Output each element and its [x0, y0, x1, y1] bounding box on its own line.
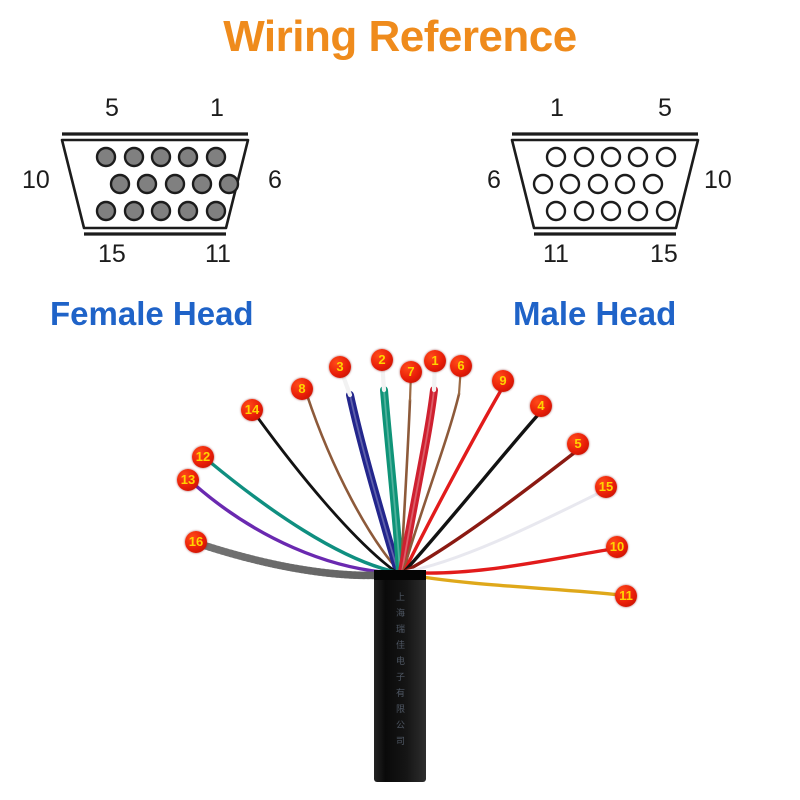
wire-highlight-3: [349, 394, 399, 573]
wire-10: [402, 547, 614, 575]
male-pin-label-top-right: 5: [658, 94, 672, 122]
wire-14: [256, 416, 398, 574]
wire-badge-4: 4: [530, 395, 552, 417]
wire-badge-2: 2: [371, 349, 393, 371]
female-pin-label-right: 6: [268, 166, 282, 194]
pin-row-middle: [532, 173, 664, 195]
wire-2: [380, 386, 404, 576]
wire-badge-7: 7: [400, 361, 422, 383]
wire-badge-15: 15: [595, 476, 617, 498]
male-pin-label-right: 10: [704, 166, 732, 194]
wire-badge-5: 5: [567, 433, 589, 455]
pin-row-bottom: [95, 200, 227, 222]
female-pin-label-left: 10: [22, 166, 50, 194]
wire-6: [401, 392, 461, 574]
male-pin-label-bottom-right: 15: [650, 240, 678, 268]
pin-row-top: [545, 146, 677, 168]
wire-highlight-1: [401, 389, 435, 573]
wire-4: [402, 414, 539, 574]
male-connector-shell: [510, 132, 700, 236]
wire-badge-3: 3: [329, 356, 351, 378]
male-pin-label-top-left: 1: [550, 94, 564, 122]
svg-text:佳: 佳: [396, 639, 405, 650]
wire-11: [402, 572, 623, 597]
cable-jacket-print: 上 海 瑞 佳 电 子 有 限 公 司: [396, 592, 405, 746]
pin-row-bottom: [545, 200, 677, 222]
svg-text:限: 限: [396, 704, 405, 714]
wire-badge-13: 13: [177, 469, 199, 491]
wire-badge-1: 1: [424, 350, 446, 372]
wire-paths: [193, 357, 623, 597]
svg-text:有: 有: [396, 687, 405, 698]
svg-text:瑞: 瑞: [396, 623, 405, 634]
wire-badge-12: 12: [192, 446, 214, 468]
male-pin-label-bottom-left: 11: [543, 240, 569, 268]
caption-male-head: Male Head: [513, 295, 677, 332]
svg-text:电: 电: [396, 655, 405, 666]
wire-badge-8: 8: [291, 378, 313, 400]
wire-13: [193, 483, 398, 575]
wire-badge-16: 16: [185, 531, 207, 553]
male-pin-label-left: 6: [487, 166, 501, 194]
female-pin-label-bottom-right: 11: [205, 240, 231, 268]
wire-8: [305, 393, 402, 574]
svg-text:司: 司: [396, 736, 405, 746]
wire-badge-10: 10: [606, 536, 628, 558]
svg-text:上: 上: [396, 592, 405, 602]
cable-jacket: [374, 570, 426, 782]
wire-highlight-2: [383, 389, 401, 573]
wire-12: [208, 460, 398, 574]
wire-badge-14: 14: [241, 399, 263, 421]
wire-badge-9: 9: [492, 370, 514, 392]
svg-text:子: 子: [396, 672, 405, 682]
wire-3: [346, 391, 402, 576]
page-title: Wiring Reference: [223, 12, 577, 61]
caption-female-head: Female Head: [50, 295, 254, 332]
wire-badge-6: 6: [450, 355, 472, 377]
pin-row-top: [95, 146, 227, 168]
wire-15: [402, 490, 603, 574]
shell-outline: [510, 138, 700, 230]
svg-text:公: 公: [396, 720, 405, 730]
connector-diagram-male: 1 5 6 10 11 15: [470, 90, 770, 340]
wire-9: [402, 390, 502, 574]
female-pin-label-bottom-left: 15: [98, 240, 126, 268]
wire-1: [398, 386, 438, 576]
female-pin-label-top-left: 5: [105, 94, 119, 122]
wire-5: [402, 451, 576, 574]
female-pin-label-top-right: 1: [210, 94, 224, 122]
cable-jacket-cut-edge: [374, 570, 426, 580]
pin-row-middle: [109, 173, 240, 195]
svg-text:海: 海: [396, 607, 405, 618]
wire-badge-11: 11: [615, 585, 637, 607]
shell-outline: [60, 138, 250, 230]
female-connector-shell: [60, 132, 250, 236]
connector-diagram-female: 5 1 10 6 15 11: [20, 90, 320, 340]
